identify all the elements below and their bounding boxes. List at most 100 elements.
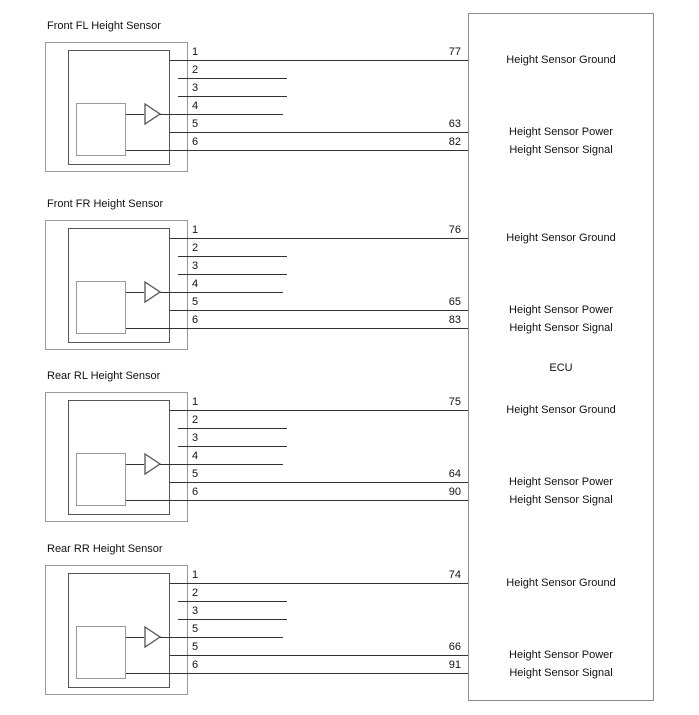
sensor-core-square xyxy=(76,103,126,156)
ecu-pin-number-power: 63 xyxy=(448,118,461,130)
pin-label: 3 xyxy=(192,260,199,272)
wire-pin-4 xyxy=(160,464,283,465)
amplifier-triangle-icon xyxy=(144,102,162,126)
ecu-title: ECU xyxy=(549,362,573,374)
pin-label: 3 xyxy=(192,605,199,617)
sensor-title: Rear RR Height Sensor xyxy=(47,543,163,555)
wire-pin-4 xyxy=(160,292,283,293)
sensor-unit-rear-rl: Rear RL Height Sensor 1 2 3 4 5 6 75 64 … xyxy=(0,370,699,523)
ecu-pin-label-ground: Height Sensor Ground xyxy=(506,404,616,416)
ecu-pin-number-power: 65 xyxy=(448,296,461,308)
pin-label: 1 xyxy=(192,46,199,58)
wire-pin-5 xyxy=(170,132,468,133)
ecu-pin-number-ground: 76 xyxy=(448,224,461,236)
ecu-box xyxy=(468,13,654,701)
pin-label: 4 xyxy=(192,100,199,112)
wire-pin-1 xyxy=(170,410,468,411)
wire-pin-6 xyxy=(126,150,468,151)
ecu-pin-number-ground: 74 xyxy=(448,569,461,581)
sensor-title: Front FL Height Sensor xyxy=(47,20,161,32)
sensor-core-square xyxy=(76,453,126,506)
sensor-unit-front-fl: Front FL Height Sensor 1 2 3 4 5 6 77 63… xyxy=(0,20,699,173)
pin-label: 6 xyxy=(192,486,199,498)
sensor-inner-box xyxy=(68,573,170,688)
sensor-unit-front-fr: Front FR Height Sensor 1 2 3 4 5 6 76 65… xyxy=(0,198,699,351)
ecu-pin-number-power: 64 xyxy=(448,468,461,480)
ecu-pin-label-signal: Height Sensor Signal xyxy=(509,494,613,506)
ecu-pin-label-power: Height Sensor Power xyxy=(509,126,613,138)
wire-pin-2 xyxy=(178,428,287,429)
pin-label: 1 xyxy=(192,569,199,581)
sensor-inner-box xyxy=(68,400,170,515)
wire-pin-1 xyxy=(170,60,468,61)
wire-pin-1 xyxy=(170,583,468,584)
wire-pin-4 xyxy=(160,637,283,638)
wire-amp-input xyxy=(126,292,144,293)
ecu-pin-number-ground: 75 xyxy=(448,396,461,408)
pin-label: 6 xyxy=(192,136,199,148)
ecu-pin-label-ground: Height Sensor Ground xyxy=(506,232,616,244)
pin-label: 5 xyxy=(192,468,199,480)
wire-pin-4 xyxy=(160,114,283,115)
wire-pin-2 xyxy=(178,78,287,79)
ecu-pin-number-signal: 82 xyxy=(448,136,461,148)
pin-label: 5 xyxy=(192,641,199,653)
wire-amp-input xyxy=(126,114,144,115)
pin-label: 5 xyxy=(192,118,199,130)
pin-label: 6 xyxy=(192,659,199,671)
wire-pin-6 xyxy=(126,673,468,674)
wire-pin-3 xyxy=(178,96,287,97)
ecu-pin-number-signal: 90 xyxy=(448,486,461,498)
ecu-pin-number-signal: 83 xyxy=(448,314,461,326)
sensor-inner-box xyxy=(68,50,170,165)
amplifier-triangle-icon xyxy=(144,625,162,649)
pin-label: 2 xyxy=(192,64,199,76)
pin-label: 2 xyxy=(192,414,199,426)
wire-amp-input xyxy=(126,637,144,638)
wire-pin-2 xyxy=(178,256,287,257)
sensor-inner-box xyxy=(68,228,170,343)
sensor-outer-box xyxy=(45,220,188,350)
ecu-pin-label-signal: Height Sensor Signal xyxy=(509,667,613,679)
wire-pin-2 xyxy=(178,601,287,602)
amplifier-triangle-icon xyxy=(144,452,162,476)
wire-pin-6 xyxy=(126,328,468,329)
ecu-pin-label-signal: Height Sensor Signal xyxy=(509,144,613,156)
sensor-outer-box xyxy=(45,42,188,172)
sensor-core-square xyxy=(76,281,126,334)
sensor-title: Rear RL Height Sensor xyxy=(47,370,161,382)
pin-label: 4 xyxy=(192,450,199,462)
pin-label: 3 xyxy=(192,432,199,444)
ecu-pin-label-power: Height Sensor Power xyxy=(509,649,613,661)
sensor-title: Front FR Height Sensor xyxy=(47,198,164,210)
amplifier-triangle-icon xyxy=(144,280,162,304)
ecu-pin-label-power: Height Sensor Power xyxy=(509,476,613,488)
pin-label: 3 xyxy=(192,82,199,94)
pin-label: 5 xyxy=(192,296,199,308)
ecu-pin-label-ground: Height Sensor Ground xyxy=(506,54,616,66)
wire-amp-input xyxy=(126,464,144,465)
pin-label: 5 xyxy=(192,623,199,635)
sensor-outer-box xyxy=(45,565,188,695)
pin-label: 2 xyxy=(192,242,199,254)
wire-pin-5 xyxy=(170,310,468,311)
ecu-pin-number-signal: 91 xyxy=(448,659,461,671)
ecu-pin-label-signal: Height Sensor Signal xyxy=(509,322,613,334)
ecu-pin-number-ground: 77 xyxy=(448,46,461,58)
sensor-outer-box xyxy=(45,392,188,522)
wire-pin-5 xyxy=(170,655,468,656)
pin-label: 6 xyxy=(192,314,199,326)
ecu-pin-label-ground: Height Sensor Ground xyxy=(506,577,616,589)
ecu-pin-label-power: Height Sensor Power xyxy=(509,304,613,316)
pin-label: 1 xyxy=(192,396,199,408)
pin-label: 1 xyxy=(192,224,199,236)
pin-label: 2 xyxy=(192,587,199,599)
sensor-unit-rear-rr: Rear RR Height Sensor 1 2 3 5 5 6 74 66 … xyxy=(0,543,699,696)
sensor-core-square xyxy=(76,626,126,679)
wire-pin-3 xyxy=(178,619,287,620)
wire-pin-3 xyxy=(178,446,287,447)
ecu-pin-number-power: 66 xyxy=(448,641,461,653)
pin-label: 4 xyxy=(192,278,199,290)
wire-pin-3 xyxy=(178,274,287,275)
